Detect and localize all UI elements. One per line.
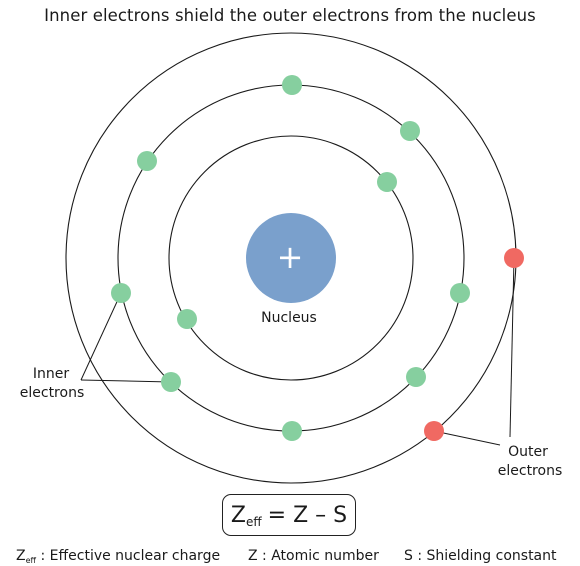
outer-label-line-2 — [433, 430, 501, 446]
legend-zeff-subscript: eff — [25, 556, 37, 565]
outer-electrons-label-line1: Outer — [508, 444, 548, 460]
legend-s-description: S : Shielding constant — [404, 548, 557, 564]
orbit-shell-1 — [168, 135, 414, 381]
outer-electron — [424, 421, 444, 441]
inner-electron — [400, 121, 420, 141]
inner-electron — [282, 421, 302, 441]
outer-electron — [504, 248, 524, 268]
inner-label-line-2 — [80, 379, 172, 383]
outer-label-line-1 — [509, 257, 515, 438]
legend-zeff: Zeff : Effective nuclear charge — [16, 548, 221, 565]
formula-equals: = — [267, 502, 287, 528]
inner-electron — [161, 372, 181, 392]
inner-electrons-label-line2: electrons — [20, 385, 84, 401]
legend-zeff-symbol: Z — [16, 548, 26, 564]
nucleus-label: Nucleus — [261, 310, 317, 326]
inner-electron — [282, 75, 302, 95]
inner-electron — [177, 309, 197, 329]
formula-minus: – — [315, 502, 327, 528]
formula-eff-subscript: eff — [245, 515, 262, 529]
inner-electron — [377, 172, 397, 192]
formula-z: Z — [293, 502, 309, 528]
legend-z-description: Z : Atomic number — [248, 548, 379, 564]
formula-s: S — [333, 502, 348, 528]
inner-label-line-1 — [80, 292, 122, 381]
inner-electron — [111, 283, 131, 303]
diagram-title: Inner electrons shield the outer electro… — [44, 6, 536, 25]
nucleus — [246, 213, 336, 303]
inner-electron — [137, 151, 157, 171]
nucleus-plus-symbol: + — [277, 238, 304, 276]
legend-zeff-description: : Effective nuclear charge — [36, 548, 221, 564]
inner-electrons-label-line1: Inner — [33, 366, 69, 382]
formula-zeff: Z — [230, 502, 246, 528]
inner-electron — [406, 367, 426, 387]
inner-electron — [450, 283, 470, 303]
outer-electrons-label-line2: electrons — [498, 463, 562, 479]
